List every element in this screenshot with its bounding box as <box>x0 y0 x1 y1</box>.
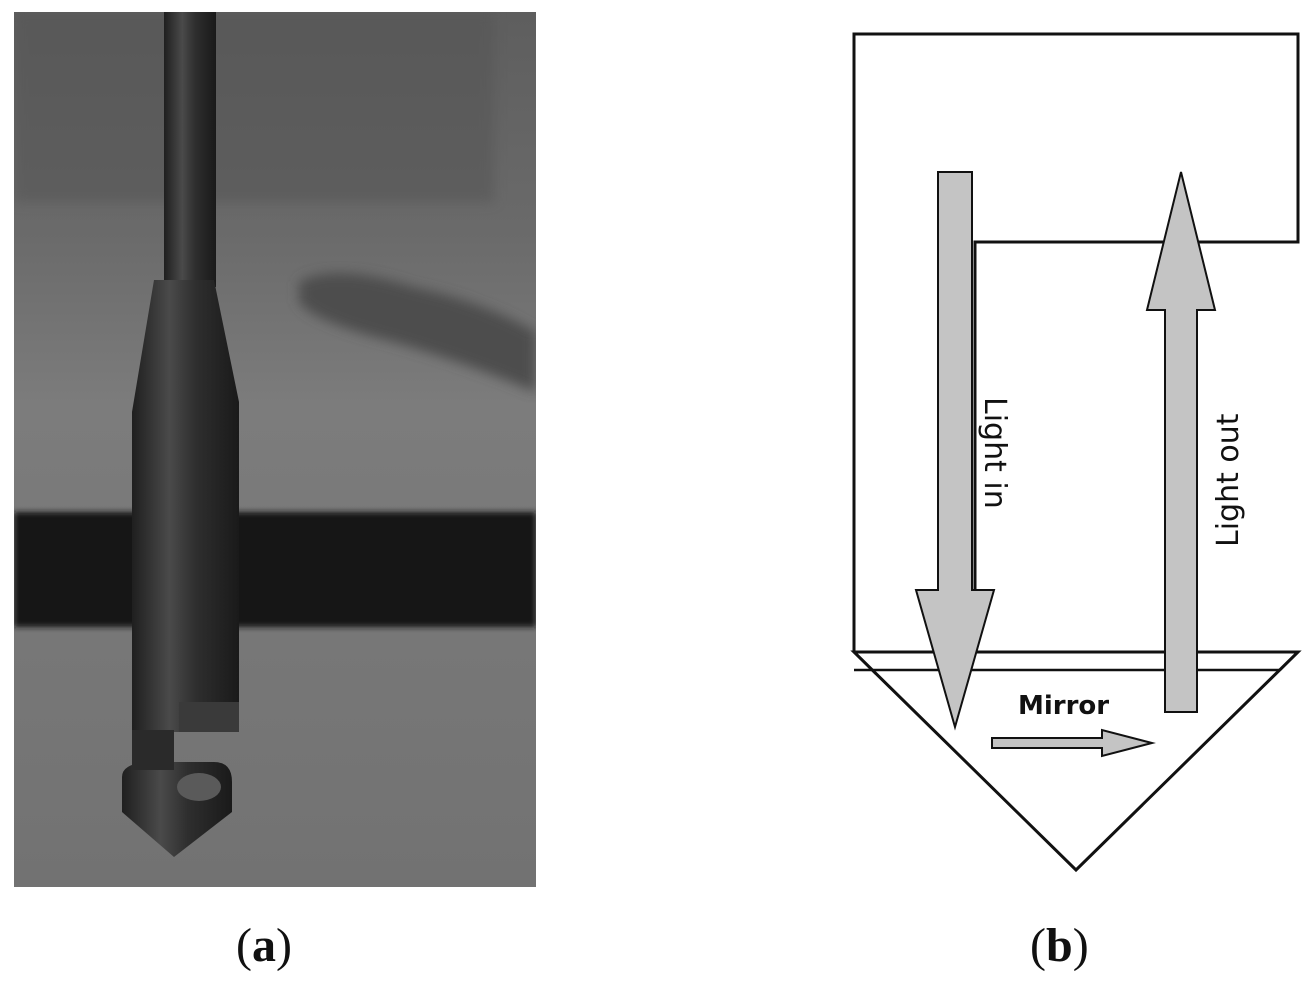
caption-b-letter: b <box>1045 919 1073 972</box>
caption-a: (a) <box>236 918 292 973</box>
caption-b: (b) <box>1030 918 1089 973</box>
photo-upper-shade <box>14 12 494 202</box>
probe-photo <box>14 12 536 887</box>
probe-body-outline <box>852 32 1300 652</box>
mirror-tip-left-edge <box>853 651 877 675</box>
caption-a-open: ( <box>236 919 252 972</box>
light-out-arrow <box>1145 171 1217 713</box>
caption-a-close: ) <box>275 919 292 972</box>
caption-a-letter: a <box>251 919 276 972</box>
probe-schematic: Light in Light out Mirror <box>850 32 1302 873</box>
mirror-tip-outline <box>850 650 1302 873</box>
photo-dark-band <box>14 512 536 627</box>
caption-b-open: ( <box>1030 919 1046 972</box>
light-in-arrow <box>914 171 996 731</box>
caption-b-close: ) <box>1072 919 1089 972</box>
mirror-label: Mirror <box>1018 691 1109 721</box>
light-out-label: Light out <box>1211 413 1246 547</box>
probe-neck <box>132 730 174 770</box>
mirror-arrow <box>991 728 1156 758</box>
probe-rod <box>164 12 216 287</box>
mirror-tip-right-edge <box>1279 651 1299 671</box>
probe-window <box>179 702 239 732</box>
probe-tip-highlight <box>177 773 221 801</box>
probe-sleeve <box>132 280 239 732</box>
light-in-label: Light in <box>977 397 1012 509</box>
photo-blurred-object <box>299 273 536 392</box>
